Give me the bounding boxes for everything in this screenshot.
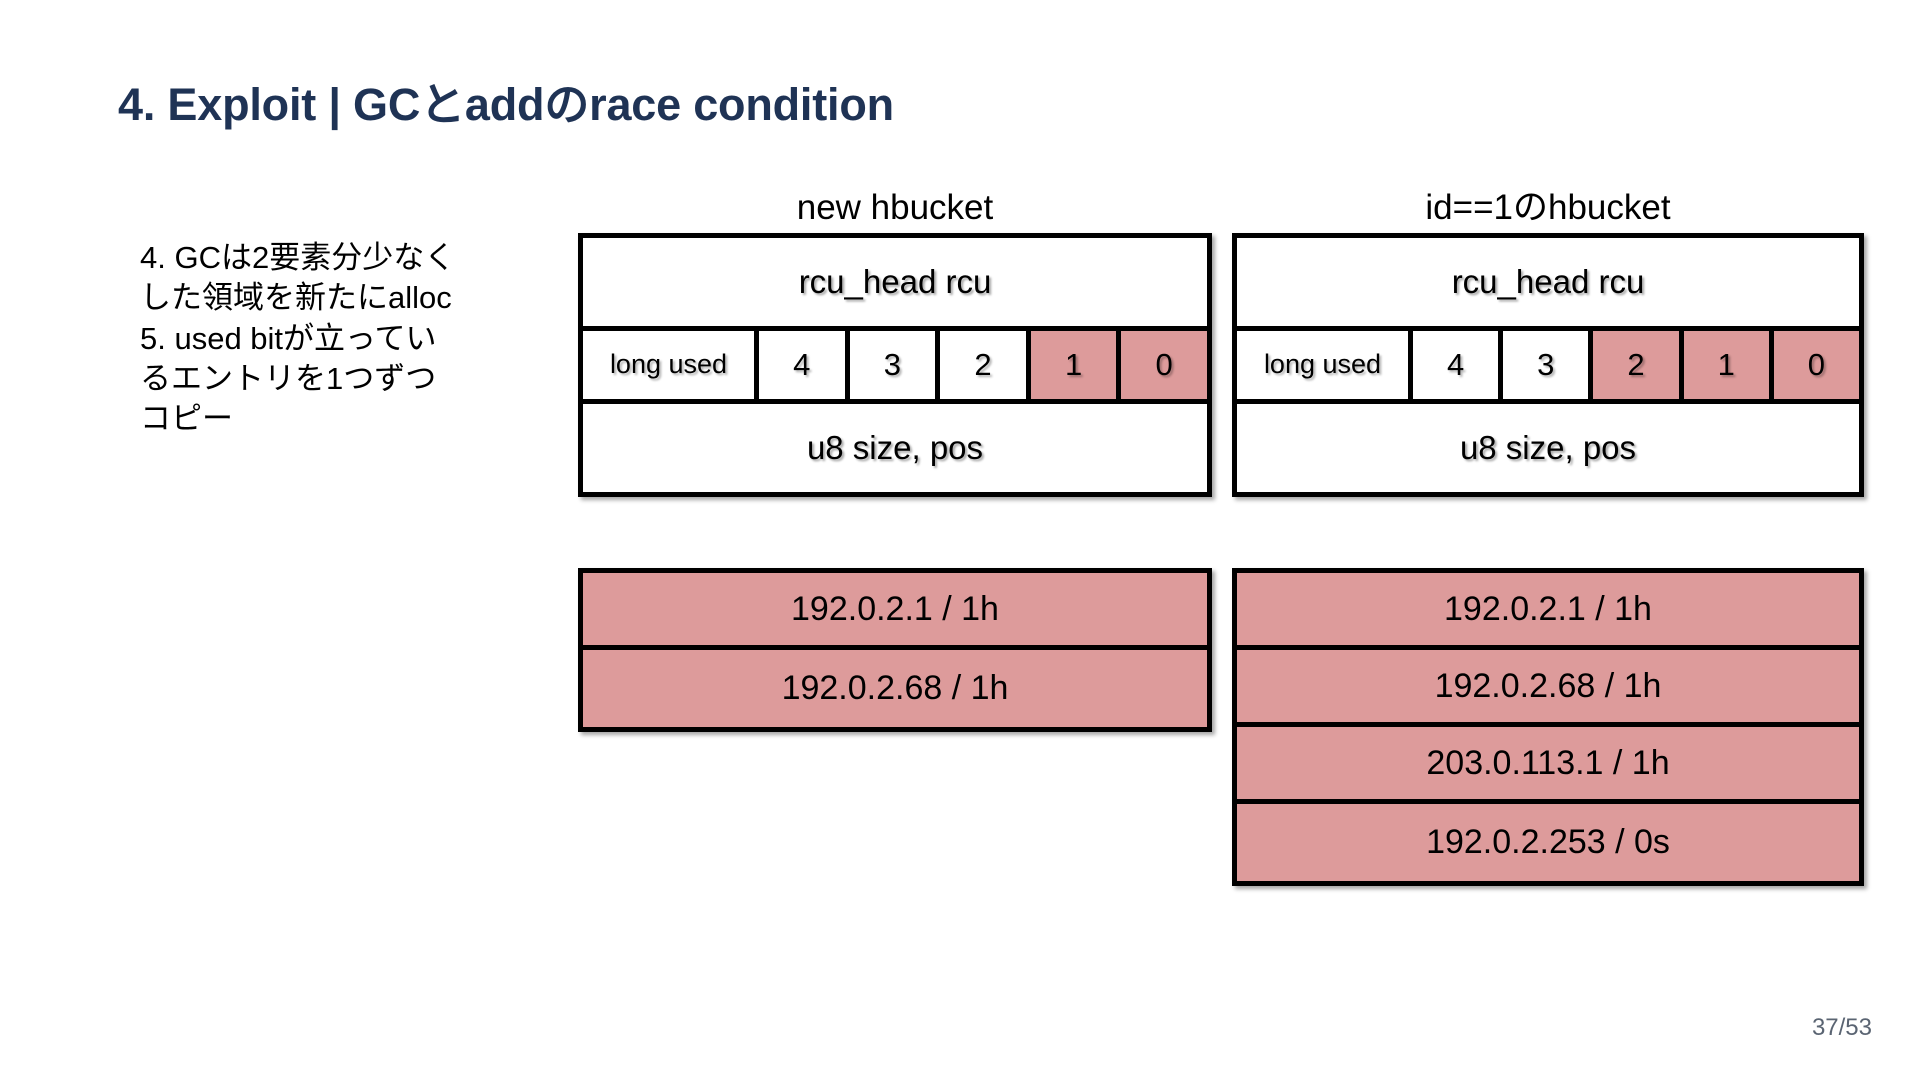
page-title: 4. Exploit | GCとaddのrace condition [118, 79, 894, 130]
note-line: した領域を新たにalloc [140, 280, 452, 316]
used-cell-2: 2 [940, 330, 1031, 399]
struct-box: rcu_head rcu long used 4 3 2 1 0 u8 size… [578, 232, 1212, 497]
bucket-diagram-id1: id==1のhbucket rcu_head rcu long used 4 3… [1232, 188, 1864, 497]
page-number: 37/53 [1811, 1014, 1872, 1041]
used-cell-4: 4 [1413, 330, 1504, 399]
bucket-label: id==1のhbucket [1425, 188, 1671, 227]
entry-row: 192.0.2.68 / 1h [583, 650, 1207, 727]
used-cell-1: 1 [1030, 330, 1122, 399]
used-cell-0: 0 [1121, 330, 1207, 399]
used-cell-1: 1 [1683, 330, 1774, 399]
explanation-note: 4. GCは2要素分少なく した領域を新たにalloc 5. used bitが… [140, 238, 550, 439]
used-cell-3: 3 [849, 330, 941, 399]
used-cell-0: 0 [1773, 330, 1860, 399]
used-label-cell: long used [1237, 330, 1413, 399]
entry-row: 192.0.2.253 / 0s [1237, 804, 1859, 881]
used-cell-4: 4 [759, 330, 850, 399]
rcu-head-row: rcu_head rcu [1451, 262, 1645, 300]
bucket-label: new hbucket [796, 188, 994, 227]
note-line: るエントリを1つずつ [140, 360, 437, 396]
bucket-diagram-new: new hbucket rcu_head rcu long used 4 3 2… [578, 188, 1212, 497]
rcu-head-row: rcu_head rcu [798, 262, 992, 300]
used-label-cell: long used [583, 330, 759, 399]
note-line: 4. GCは2要素分少なく [140, 240, 456, 275]
used-cell-2: 2 [1593, 330, 1684, 399]
used-cell-3: 3 [1503, 330, 1594, 399]
entry-row: 192.0.2.1 / 1h [1237, 573, 1859, 650]
used-bitmap-row: long used 4 3 2 1 0 [583, 325, 1207, 404]
entry-list-new: 192.0.2.1 / 1h 192.0.2.68 / 1h [578, 568, 1212, 732]
size-pos-row: u8 size, pos [806, 428, 984, 466]
struct-box: rcu_head rcu long used 4 3 2 1 0 u8 size… [1232, 232, 1864, 497]
entry-list-id1: 192.0.2.1 / 1h 192.0.2.68 / 1h 203.0.113… [1232, 568, 1864, 886]
size-pos-row: u8 size, pos [1459, 428, 1637, 466]
note-line: コピー [140, 401, 233, 437]
note-line: 5. used bitが立ってい [140, 320, 437, 356]
entry-row: 192.0.2.1 / 1h [583, 573, 1207, 650]
entry-row: 192.0.2.68 / 1h [1237, 650, 1859, 727]
entry-row: 203.0.113.1 / 1h [1237, 727, 1859, 804]
used-bitmap-row: long used 4 3 2 1 0 [1237, 325, 1860, 404]
